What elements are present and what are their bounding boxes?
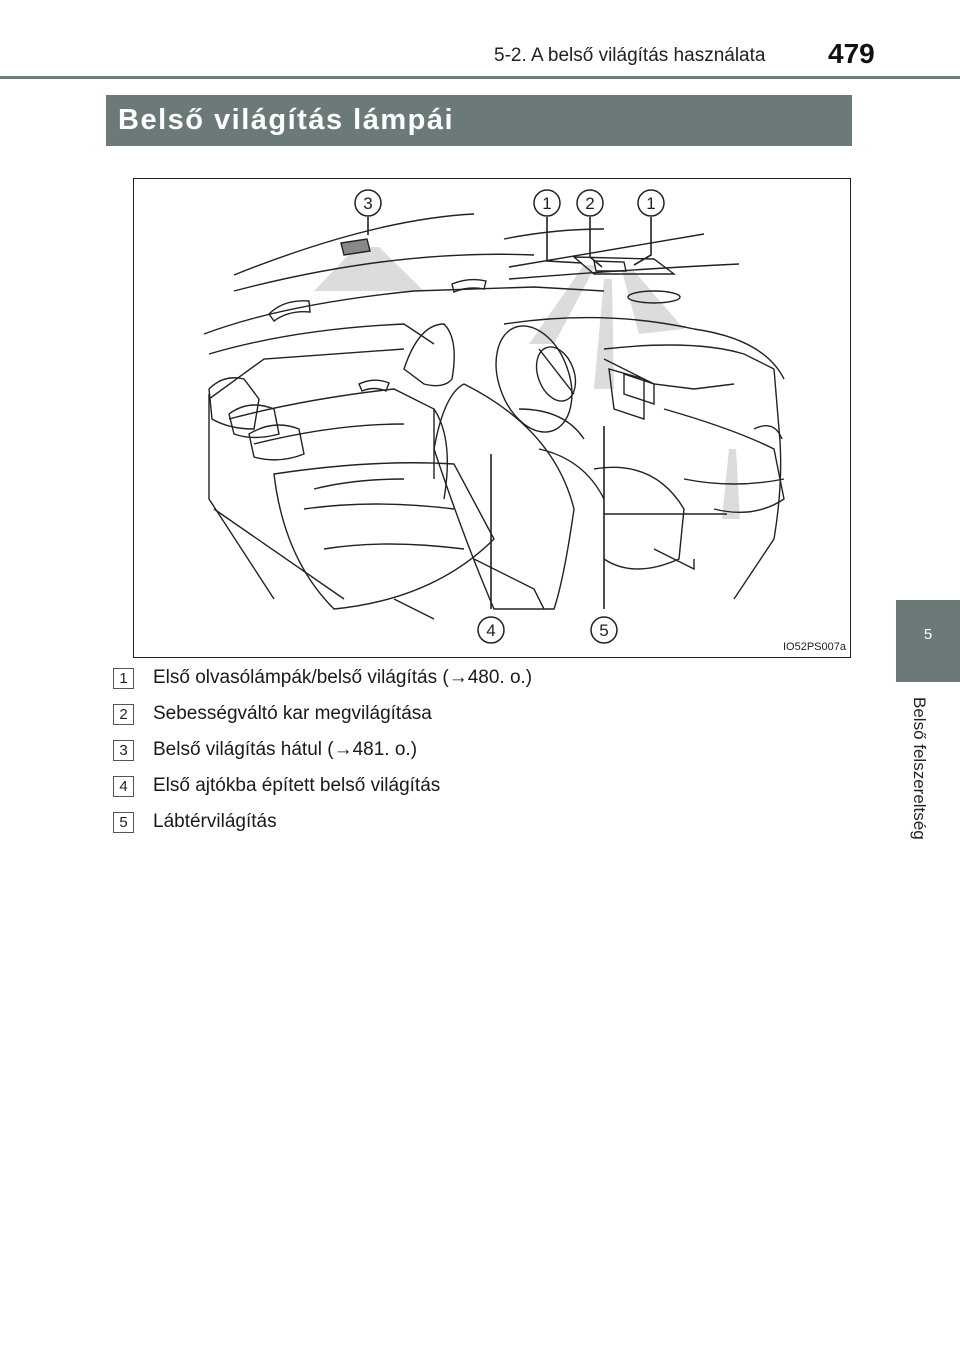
figure-code: IO52PS007a: [783, 641, 846, 653]
legend-item: 3 Belső világítás hátul (→481. o.): [113, 737, 853, 773]
callout-1a-label: 1: [542, 194, 551, 213]
legend-text: Sebességváltó kar megvilágítása: [153, 703, 432, 724]
legend-number: 4: [113, 776, 134, 797]
callout-2-label: 2: [585, 194, 594, 213]
callout-1a: [533, 189, 561, 217]
callout-3: [354, 189, 382, 217]
callout-2: [576, 189, 604, 217]
legend-item: 1 Első olvasólámpák/belső világítás (→48…: [113, 665, 853, 701]
legend-item: 5 Lábtérvilágítás: [113, 809, 853, 845]
car-interior-illustration: 3 1 2 1 4 5: [203, 189, 785, 644]
chapter-label: Belső felszereltség: [910, 697, 929, 840]
legend-number: 3: [113, 740, 134, 761]
header-rule: [0, 76, 960, 79]
callout-1b: [637, 189, 665, 217]
callout-1b-label: 1: [646, 194, 655, 213]
section-title: Belső világítás lámpái: [118, 104, 455, 136]
legend-text: Belső világítás hátul (→481. o.): [153, 739, 418, 760]
legend-number: 5: [113, 812, 134, 833]
legend-number: 2: [113, 704, 134, 725]
callout-5-label: 5: [599, 621, 608, 640]
legend: 1 Első olvasólámpák/belső világítás (→48…: [113, 665, 853, 845]
header-title: 5-2. A belső világítás használata: [494, 45, 766, 66]
callout-3-label: 3: [363, 194, 372, 213]
legend-text: Első ajtókba épített belső világítás: [153, 775, 441, 796]
page-number: 479: [828, 38, 875, 69]
legend-number: 1: [113, 668, 134, 689]
interior-lights-figure: 3 1 2 1 4 5 IO52PS007a: [133, 178, 851, 658]
chapter-number: 5: [923, 626, 933, 643]
callout-5: [590, 616, 618, 644]
legend-text: Lábtérvilágítás: [153, 811, 277, 832]
callout-4-label: 4: [486, 621, 495, 640]
legend-item: 4 Első ajtókba épített belső világítás: [113, 773, 853, 809]
chapter-tab[interactable]: 5: [896, 600, 960, 682]
legend-item: 2 Sebességváltó kar megvilágítása: [113, 701, 853, 737]
legend-text: Első olvasólámpák/belső világítás (→480.…: [153, 667, 533, 688]
callout-4: [477, 616, 505, 644]
section-banner: Belső világítás lámpái: [106, 95, 852, 146]
